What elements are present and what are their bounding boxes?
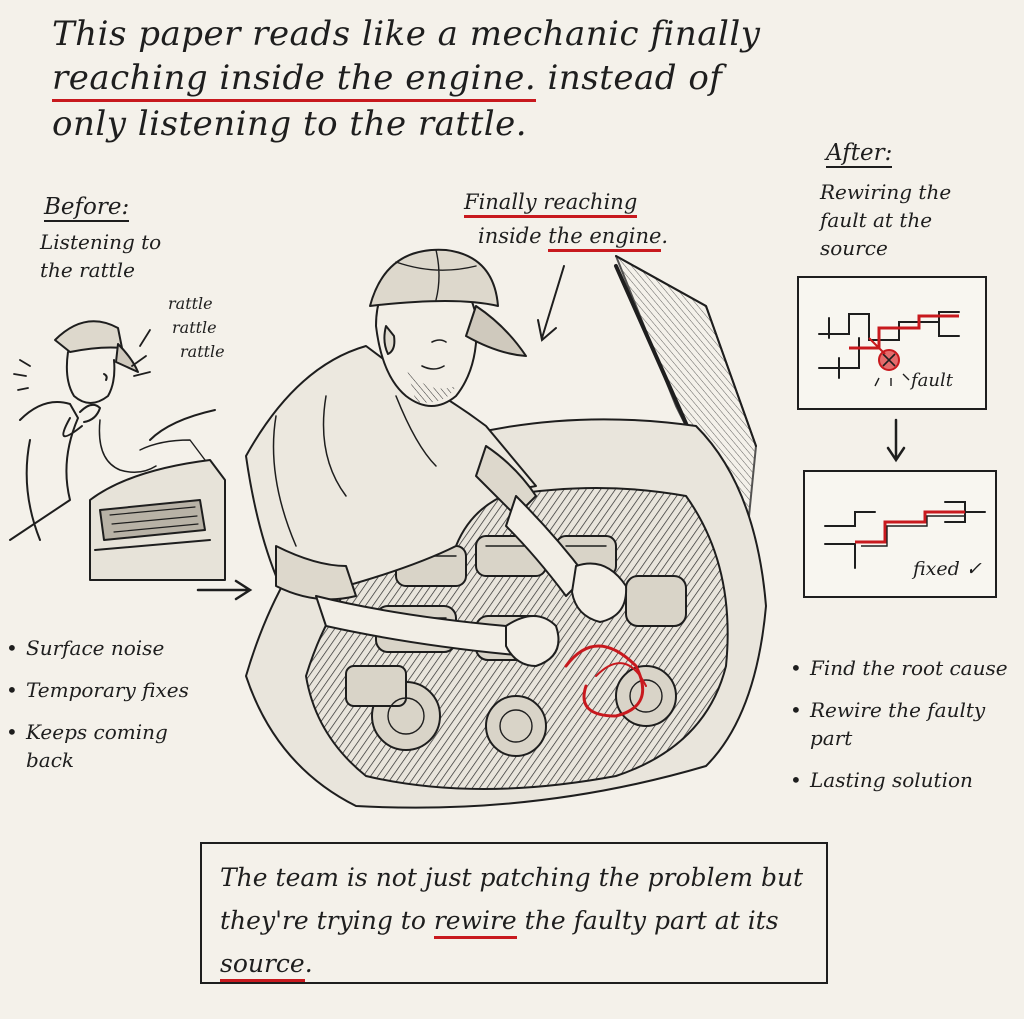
rewire-word: rewire <box>433 906 517 939</box>
list-item: Rewire the faulty part <box>790 696 1020 752</box>
after-subtitle: Rewiring the fault at the source <box>820 180 952 260</box>
list-item: Find the root cause <box>790 654 1020 682</box>
summary-box: The team is not just patching the proble… <box>200 842 828 984</box>
source-word: source <box>220 949 305 982</box>
summary-text: The team is not just patching the proble… <box>220 856 820 985</box>
fixed-label: fixed ✓ <box>913 558 982 580</box>
before-subtitle: Listening to the rattle <box>40 230 162 282</box>
center-caption-line-2: inside the engine. <box>478 224 668 252</box>
list-item: Surface noise <box>6 634 189 662</box>
fault-label: fault <box>911 370 953 391</box>
headline-line-1: This paper reads like a mechanic finally <box>52 14 761 54</box>
fault-diagram: fault <box>797 276 987 410</box>
list-item: Keeps coming back <box>6 718 176 774</box>
listening-mechanic-illustration <box>9 320 226 581</box>
right-arrow <box>196 579 253 601</box>
fixed-diagram: fixed ✓ <box>803 470 997 598</box>
after-bullets: Find the root cause Rewire the faulty pa… <box>790 654 1020 808</box>
list-item: Temporary fixes <box>6 676 189 704</box>
headline-line-2-rest: instead of <box>536 58 723 98</box>
headline-underlined: reaching inside the engine. <box>52 58 537 102</box>
sound-word-3: rattle <box>180 342 225 361</box>
after-title: After: <box>826 140 893 168</box>
fixed-wiring-sketch <box>824 501 986 569</box>
caption-arrow <box>537 265 565 342</box>
fault-wiring-sketch <box>818 311 960 387</box>
center-caption-line-1: Finally reaching <box>464 190 638 218</box>
list-item: Lasting solution <box>790 766 1020 794</box>
mechanic-engine-illustration <box>245 248 767 809</box>
headline-line-3: only listening to the rattle. <box>52 104 528 144</box>
sound-word-1: rattle <box>168 294 213 313</box>
sound-word-2: rattle <box>172 318 217 337</box>
before-title: Before: <box>44 194 130 222</box>
down-arrow <box>886 418 906 463</box>
before-bullets: Surface noise Temporary fixes Keeps comi… <box>6 634 189 788</box>
headline-line-2: reaching inside the engine. instead of <box>52 58 723 102</box>
